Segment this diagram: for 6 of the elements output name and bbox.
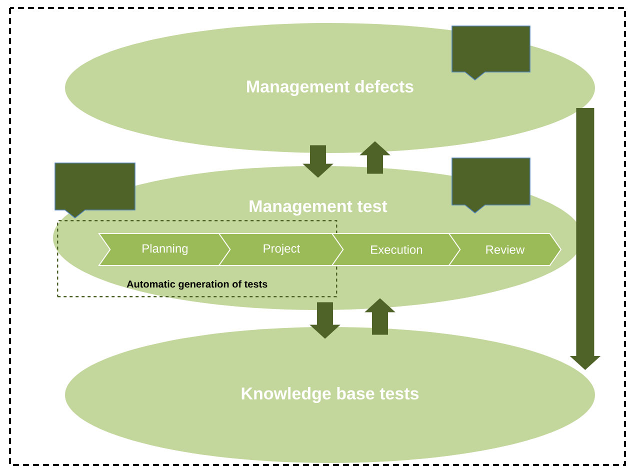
callout-box [452, 158, 530, 214]
chevron-step: Project [218, 233, 345, 266]
chevron-step: Execution [331, 233, 462, 266]
chevron-step: Planning [98, 233, 232, 266]
callout-box [54, 162, 136, 218]
chevron-step: Review [448, 233, 562, 266]
